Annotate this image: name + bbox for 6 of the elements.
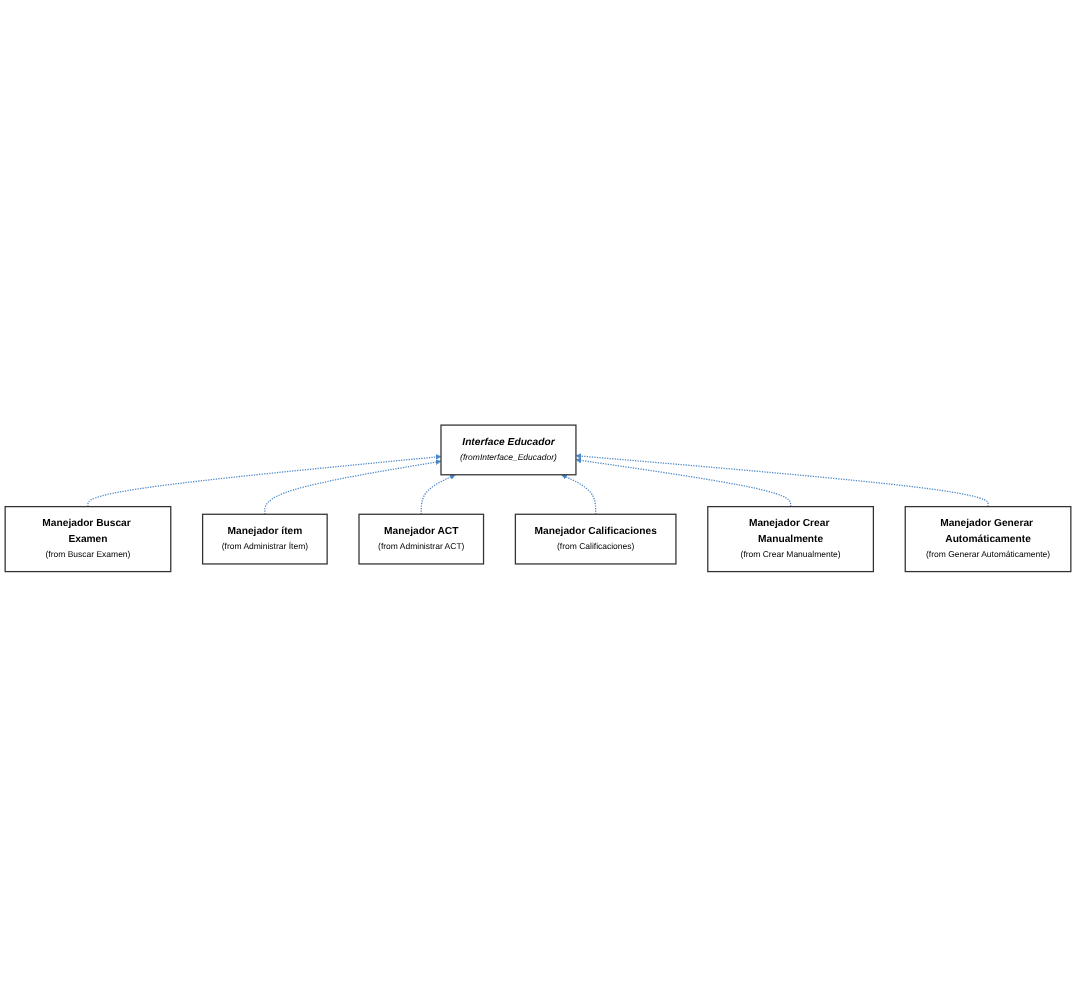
arrow (561, 474, 597, 515)
arrow (420, 474, 456, 515)
arrow (87, 453, 442, 507)
arrow (575, 452, 989, 507)
arrow (264, 458, 442, 515)
arrow (575, 457, 792, 507)
